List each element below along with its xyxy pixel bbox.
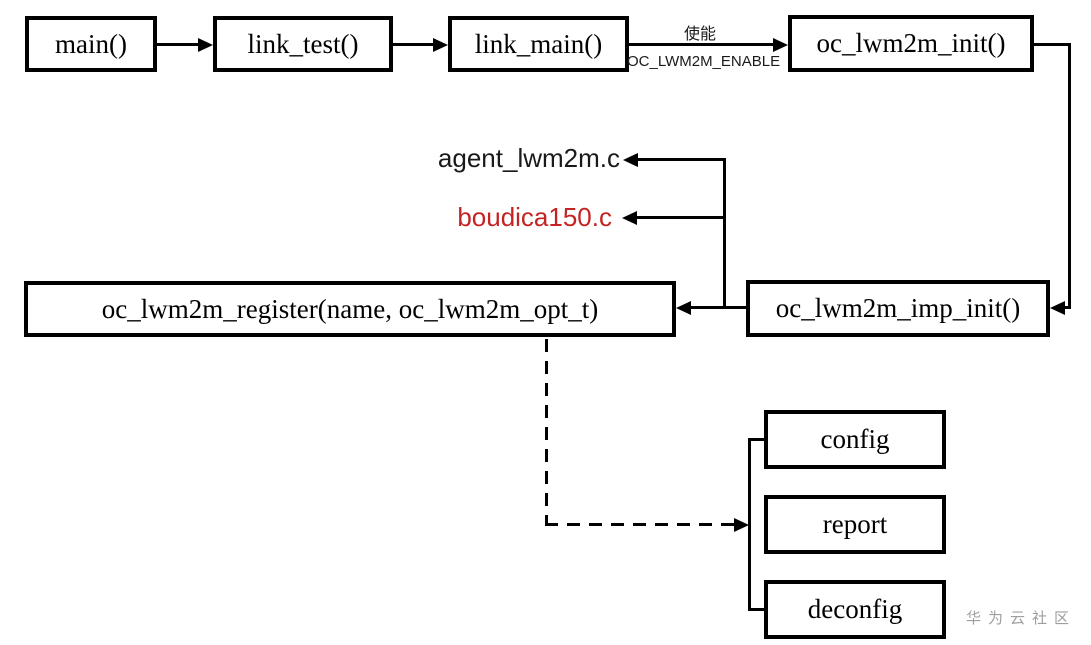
node-oc-lwm2m-register: oc_lwm2m_register(name, oc_lwm2m_opt_t)	[24, 281, 676, 337]
watermark-huawei-cloud-community: 华为云社区	[966, 610, 1077, 627]
node-deconfig-label: deconfig	[807, 594, 903, 624]
node-oc-lwm2m-imp-init: oc_lwm2m_imp_init()	[746, 280, 1050, 337]
edge-init-elbow-top	[1034, 43, 1071, 46]
arrowhead-link-main-to-init-icon	[773, 37, 788, 52]
node-link-test: link_test()	[213, 16, 393, 72]
edge-branch-vertical	[723, 158, 726, 308]
node-oc-lwm2m-register-label: oc_lwm2m_register(name, oc_lwm2m_opt_t)	[101, 293, 599, 324]
edge-link-test-to-link-main	[393, 43, 434, 46]
node-link-test-label: link_test()	[247, 28, 359, 59]
bracket-stub-config	[748, 438, 764, 441]
node-oc-lwm2m-init: oc_lwm2m_init()	[788, 15, 1034, 72]
node-oc-lwm2m-init-label: oc_lwm2m_init()	[816, 28, 1006, 58]
arrowhead-init-to-imp-init-icon	[1050, 300, 1065, 315]
edge-link-main-to-init	[629, 43, 774, 46]
bracket-stub-deconfig	[748, 608, 764, 611]
edge-register-dashed-horizontal	[545, 523, 735, 526]
node-link-main-label: link_main()	[474, 28, 603, 59]
arrowhead-to-agent-lwm2m-icon	[623, 152, 638, 167]
edge-imp-init-to-register	[690, 306, 746, 309]
edge-init-elbow-bottom	[1063, 306, 1071, 309]
edge-label-enable-macro: OC_LWM2M_ENABLE	[627, 53, 781, 70]
file-label-boudica150: boudica150.c	[457, 202, 612, 232]
node-oc-lwm2m-imp-init-label: oc_lwm2m_imp_init()	[775, 293, 1021, 323]
arrowhead-to-boudica150-icon	[622, 210, 637, 225]
node-deconfig: deconfig	[764, 580, 946, 639]
file-label-agent-lwm2m: agent_lwm2m.c	[437, 143, 620, 173]
node-report: report	[764, 495, 946, 554]
node-main-label: main()	[55, 28, 127, 59]
arrowhead-register-to-operations-icon	[734, 517, 749, 532]
arrowhead-main-to-link-test-icon	[198, 37, 213, 52]
edge-register-dashed-vertical	[545, 339, 548, 525]
arrowhead-imp-init-to-register-icon	[676, 300, 691, 315]
node-config: config	[764, 410, 946, 469]
edge-to-agent-lwm2m	[638, 158, 726, 161]
edge-to-boudica150	[637, 216, 726, 219]
edge-label-enable-cn: 使能	[683, 26, 716, 43]
edge-main-to-link-test	[157, 43, 199, 46]
node-report-label: report	[822, 509, 888, 539]
arrowhead-link-test-to-link-main-icon	[433, 37, 448, 52]
node-main: main()	[25, 16, 157, 72]
node-config-label: config	[820, 424, 890, 454]
bracket-vertical	[748, 438, 751, 611]
edge-init-elbow-vertical	[1068, 43, 1071, 309]
node-link-main: link_main()	[448, 16, 629, 72]
